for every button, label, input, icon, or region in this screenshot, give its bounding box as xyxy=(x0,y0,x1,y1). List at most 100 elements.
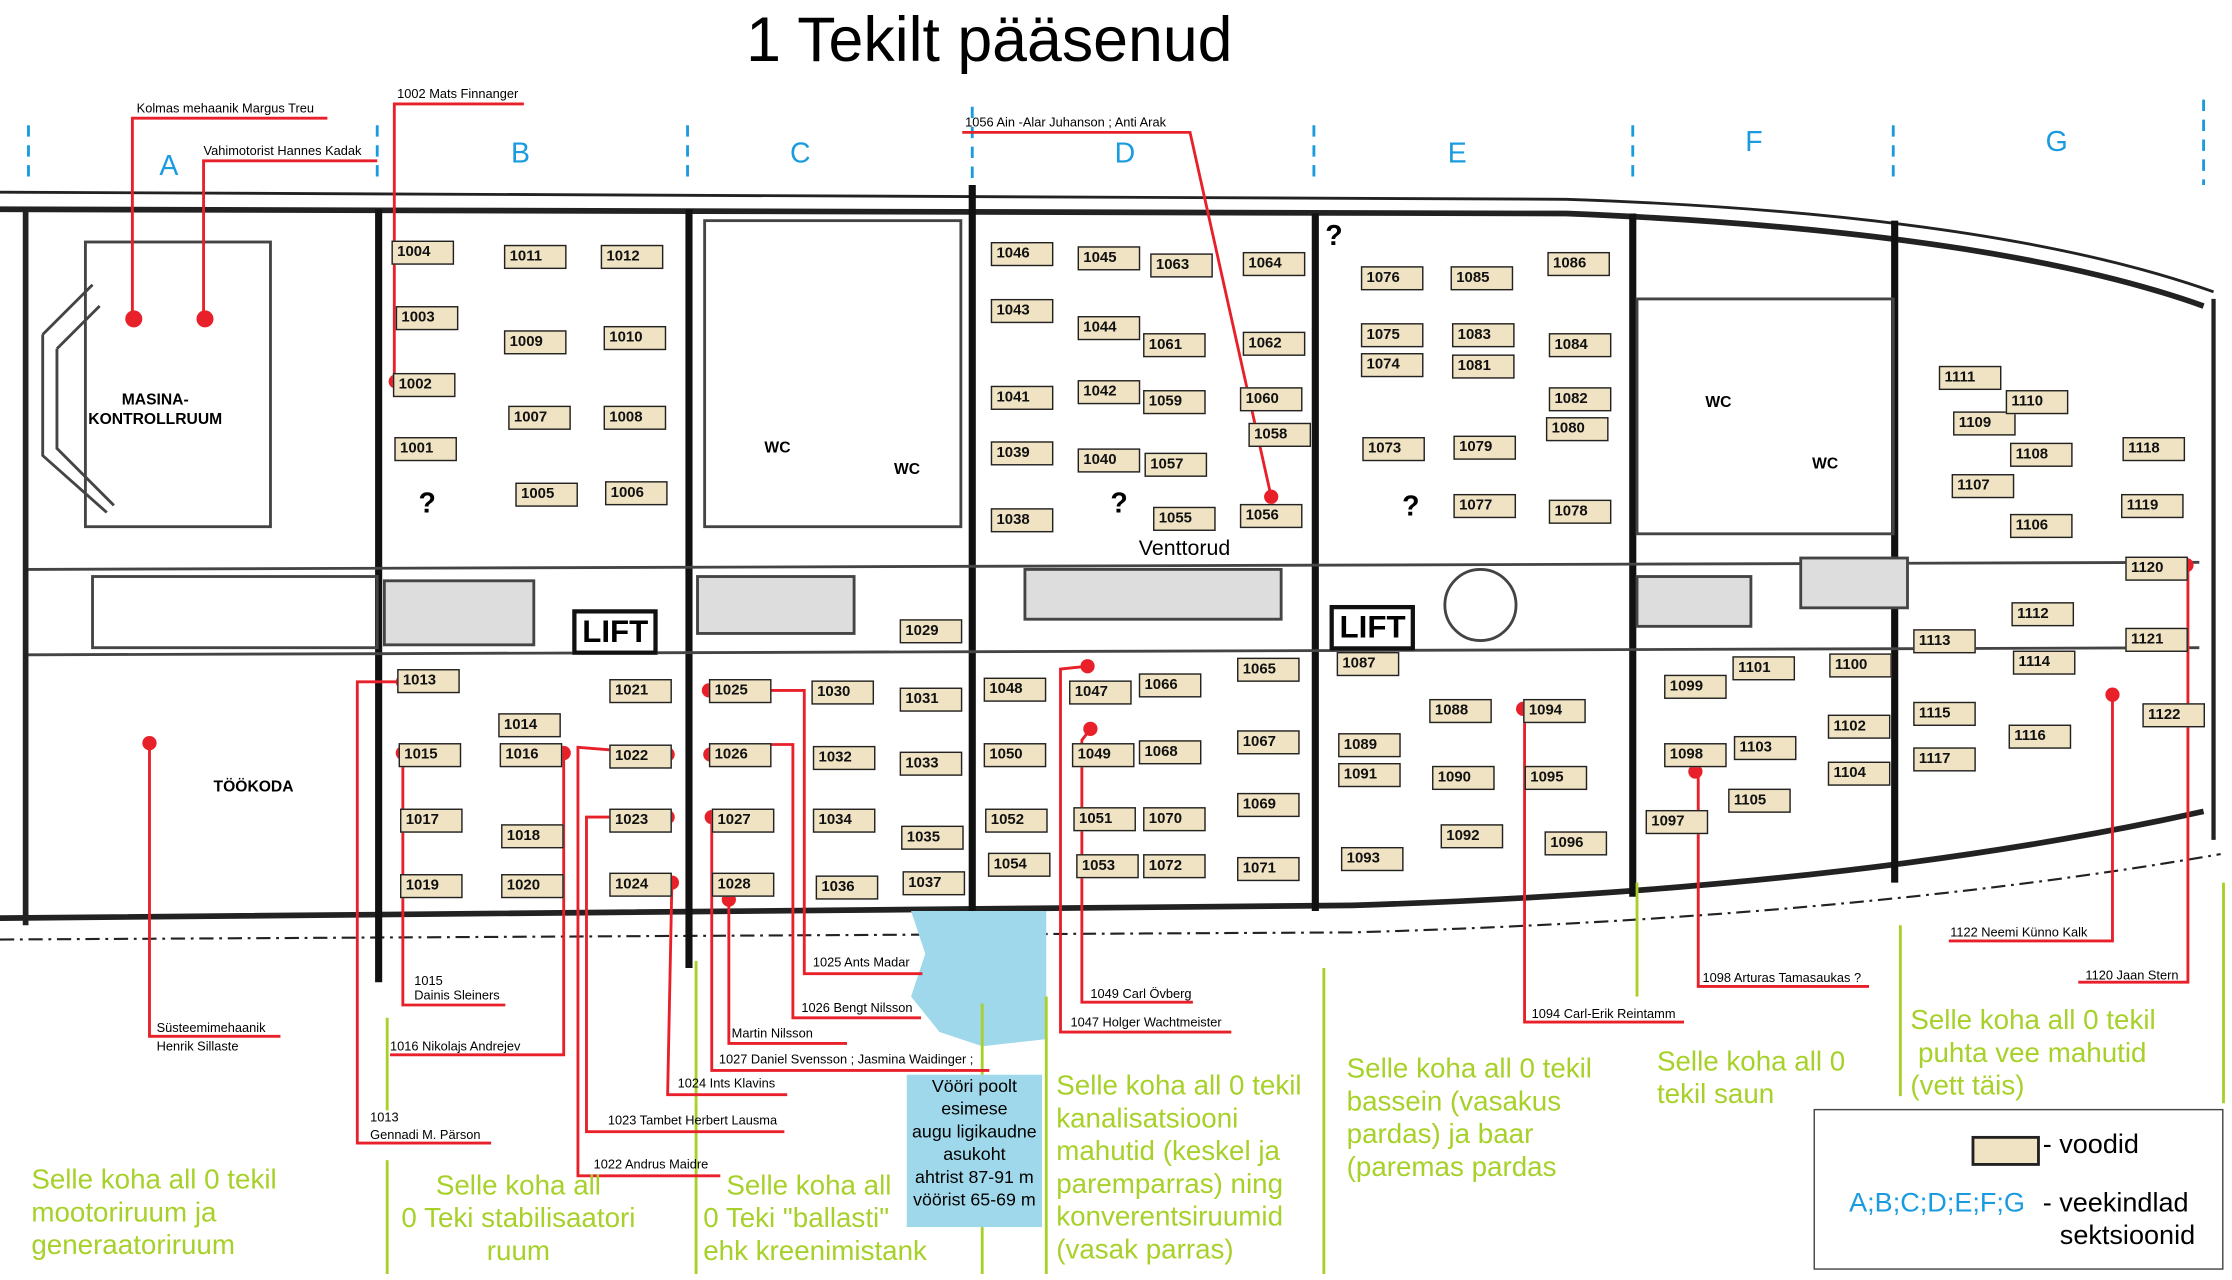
cabin-1122: 1122 xyxy=(2142,703,2206,728)
occupant-label: Dainis Sleiners xyxy=(414,987,500,1003)
occupant-label: 1022 Andrus Maidre xyxy=(593,1157,709,1172)
cabin-1082: 1082 xyxy=(1548,387,1612,412)
occupant-label: Kolmas mehaanik Margus Treu xyxy=(136,101,314,116)
section-a-label: A xyxy=(159,150,179,183)
occupant-label: 1056 Ain -Alar Juhanson ; Anti Arak xyxy=(965,115,1166,130)
cabin-1094: 1094 xyxy=(1523,698,1586,724)
occupant-label: 1013 xyxy=(370,1110,399,1125)
cabin-1003: 1003 xyxy=(395,306,459,331)
cabin-1032: 1032 xyxy=(812,745,876,771)
cabin-1121: 1121 xyxy=(2125,627,2188,652)
cabin-1056: 1056 xyxy=(1239,503,1303,529)
cabin-1102: 1102 xyxy=(1827,714,1891,739)
cabin-1085: 1085 xyxy=(1450,266,1514,291)
cabin-1080: 1080 xyxy=(1545,417,1609,442)
occupant-label: Martin Nilsson xyxy=(731,1026,813,1041)
cabin-1064: 1064 xyxy=(1242,251,1306,277)
cabin-1020: 1020 xyxy=(501,874,564,899)
cabin-1098: 1098 xyxy=(1664,743,1727,768)
cabin-1044: 1044 xyxy=(1077,316,1141,341)
corridors xyxy=(28,219,2200,657)
note-section-c: Selle koha all 0 Teki "ballasti" ehk kre… xyxy=(703,1170,927,1267)
cabin-1021: 1021 xyxy=(609,679,672,704)
wc-label: WC xyxy=(1705,394,1732,412)
cabin-1068: 1068 xyxy=(1138,740,1202,765)
page-title: 1 Tekilt pääsenud xyxy=(746,5,1233,76)
occupant-label: 1024 Ints Klavins xyxy=(677,1076,776,1091)
cabin-1035: 1035 xyxy=(901,825,964,850)
cabin-1115: 1115 xyxy=(1913,701,1976,726)
cabin-1078: 1078 xyxy=(1548,499,1612,524)
cabin-1026: 1026 xyxy=(708,743,772,768)
occupant-label: 1027 Daniel Svensson ; Jasmina Waidinger… xyxy=(718,1051,974,1067)
cabin-1106: 1106 xyxy=(2009,513,2073,539)
cabin-1030: 1030 xyxy=(811,680,875,705)
occupant-label: 1094 Carl-Erik Reintamm xyxy=(1531,1006,1676,1021)
cabin-1065: 1065 xyxy=(1237,657,1300,682)
cabin-1019: 1019 xyxy=(400,874,463,899)
cabin-1038: 1038 xyxy=(990,508,1054,533)
occupant-label: 1122 Neemi Künno Kalk xyxy=(1950,925,2088,940)
note-section-f: Selle koha all 0 tekil saun xyxy=(1656,1046,1846,1111)
lift-label: LIFT xyxy=(1329,604,1416,651)
section-b-label: B xyxy=(511,138,531,170)
cabin-1036: 1036 xyxy=(815,875,879,900)
occupant-label: Vahimotorist Hannes Kadak xyxy=(203,143,362,159)
note-lines xyxy=(385,882,2225,1275)
cabin-1004: 1004 xyxy=(391,240,455,265)
cabin-1017: 1017 xyxy=(400,808,463,833)
cabin-1011: 1011 xyxy=(503,244,567,270)
cabin-1110: 1110 xyxy=(2005,390,2069,415)
unknown-room-mark: ? xyxy=(418,488,436,520)
cabin-1005: 1005 xyxy=(515,482,578,507)
cabin-1024: 1024 xyxy=(609,872,672,897)
cabin-1046: 1046 xyxy=(990,241,1054,267)
cabin-1029: 1029 xyxy=(899,619,963,644)
cabin-1119: 1119 xyxy=(2121,493,2184,519)
cabin-1039: 1039 xyxy=(990,441,1054,466)
cabin-1063: 1063 xyxy=(1150,253,1213,278)
cabin-1015: 1015 xyxy=(398,743,462,768)
cabin-1050: 1050 xyxy=(983,743,1047,768)
cabin-1087: 1087 xyxy=(1336,651,1400,677)
unknown-room-mark: ? xyxy=(1402,491,1420,523)
occupant-label: 1047 Holger Wachtmeister xyxy=(1070,1014,1222,1030)
cabin-1031: 1031 xyxy=(899,687,963,712)
section-dividers xyxy=(27,99,2206,186)
section-f-label: F xyxy=(1745,126,1763,159)
vents-label: Venttorud xyxy=(1138,536,1231,561)
cabin-1001: 1001 xyxy=(394,437,457,462)
wc-label: WC xyxy=(1812,455,1839,473)
note-section-d: Selle koha all 0 tekil kanalisatsiooni m… xyxy=(1056,1070,1302,1266)
occupant-label: 1026 Bengt Nilsson xyxy=(801,1000,913,1015)
cabin-1045: 1045 xyxy=(1077,246,1141,271)
cabin-1028: 1028 xyxy=(711,872,775,897)
cabin-1095: 1095 xyxy=(1524,765,1588,791)
cabin-1070: 1070 xyxy=(1143,807,1206,832)
cabin-1103: 1103 xyxy=(1733,735,1797,761)
cabin-1047: 1047 xyxy=(1069,680,1132,705)
cabin-1069: 1069 xyxy=(1237,792,1300,818)
wc-label: WC xyxy=(764,439,791,457)
occupant-label: 1016 Nikolajs Andrejev xyxy=(390,1039,521,1054)
cabin-1088: 1088 xyxy=(1429,698,1492,724)
cabin-1084: 1084 xyxy=(1548,333,1612,358)
cabin-1041: 1041 xyxy=(990,385,1054,410)
legend-sections-key: A;B;C;D;E;F;G xyxy=(1849,1188,2025,1219)
workshop-label: TÖÖKODA xyxy=(213,778,294,796)
cabin-1096: 1096 xyxy=(1544,831,1608,856)
cabin-1023: 1023 xyxy=(609,808,672,833)
cabin-1072: 1072 xyxy=(1143,854,1206,879)
cabin-1057: 1057 xyxy=(1144,452,1208,477)
hole-area xyxy=(911,911,1047,1047)
wc-label: WC xyxy=(893,461,921,479)
cabin-1066: 1066 xyxy=(1138,673,1202,698)
cabin-1022: 1022 xyxy=(609,744,672,769)
cabin-1012: 1012 xyxy=(600,244,664,270)
section-d-label: D xyxy=(1114,138,1136,170)
cabin-1107: 1107 xyxy=(1951,474,2015,499)
control-room-label: MASINA- KONTROLLRUUM xyxy=(88,391,223,429)
note-section-a: Selle koha all 0 tekil mootoriruum ja ge… xyxy=(31,1164,277,1262)
